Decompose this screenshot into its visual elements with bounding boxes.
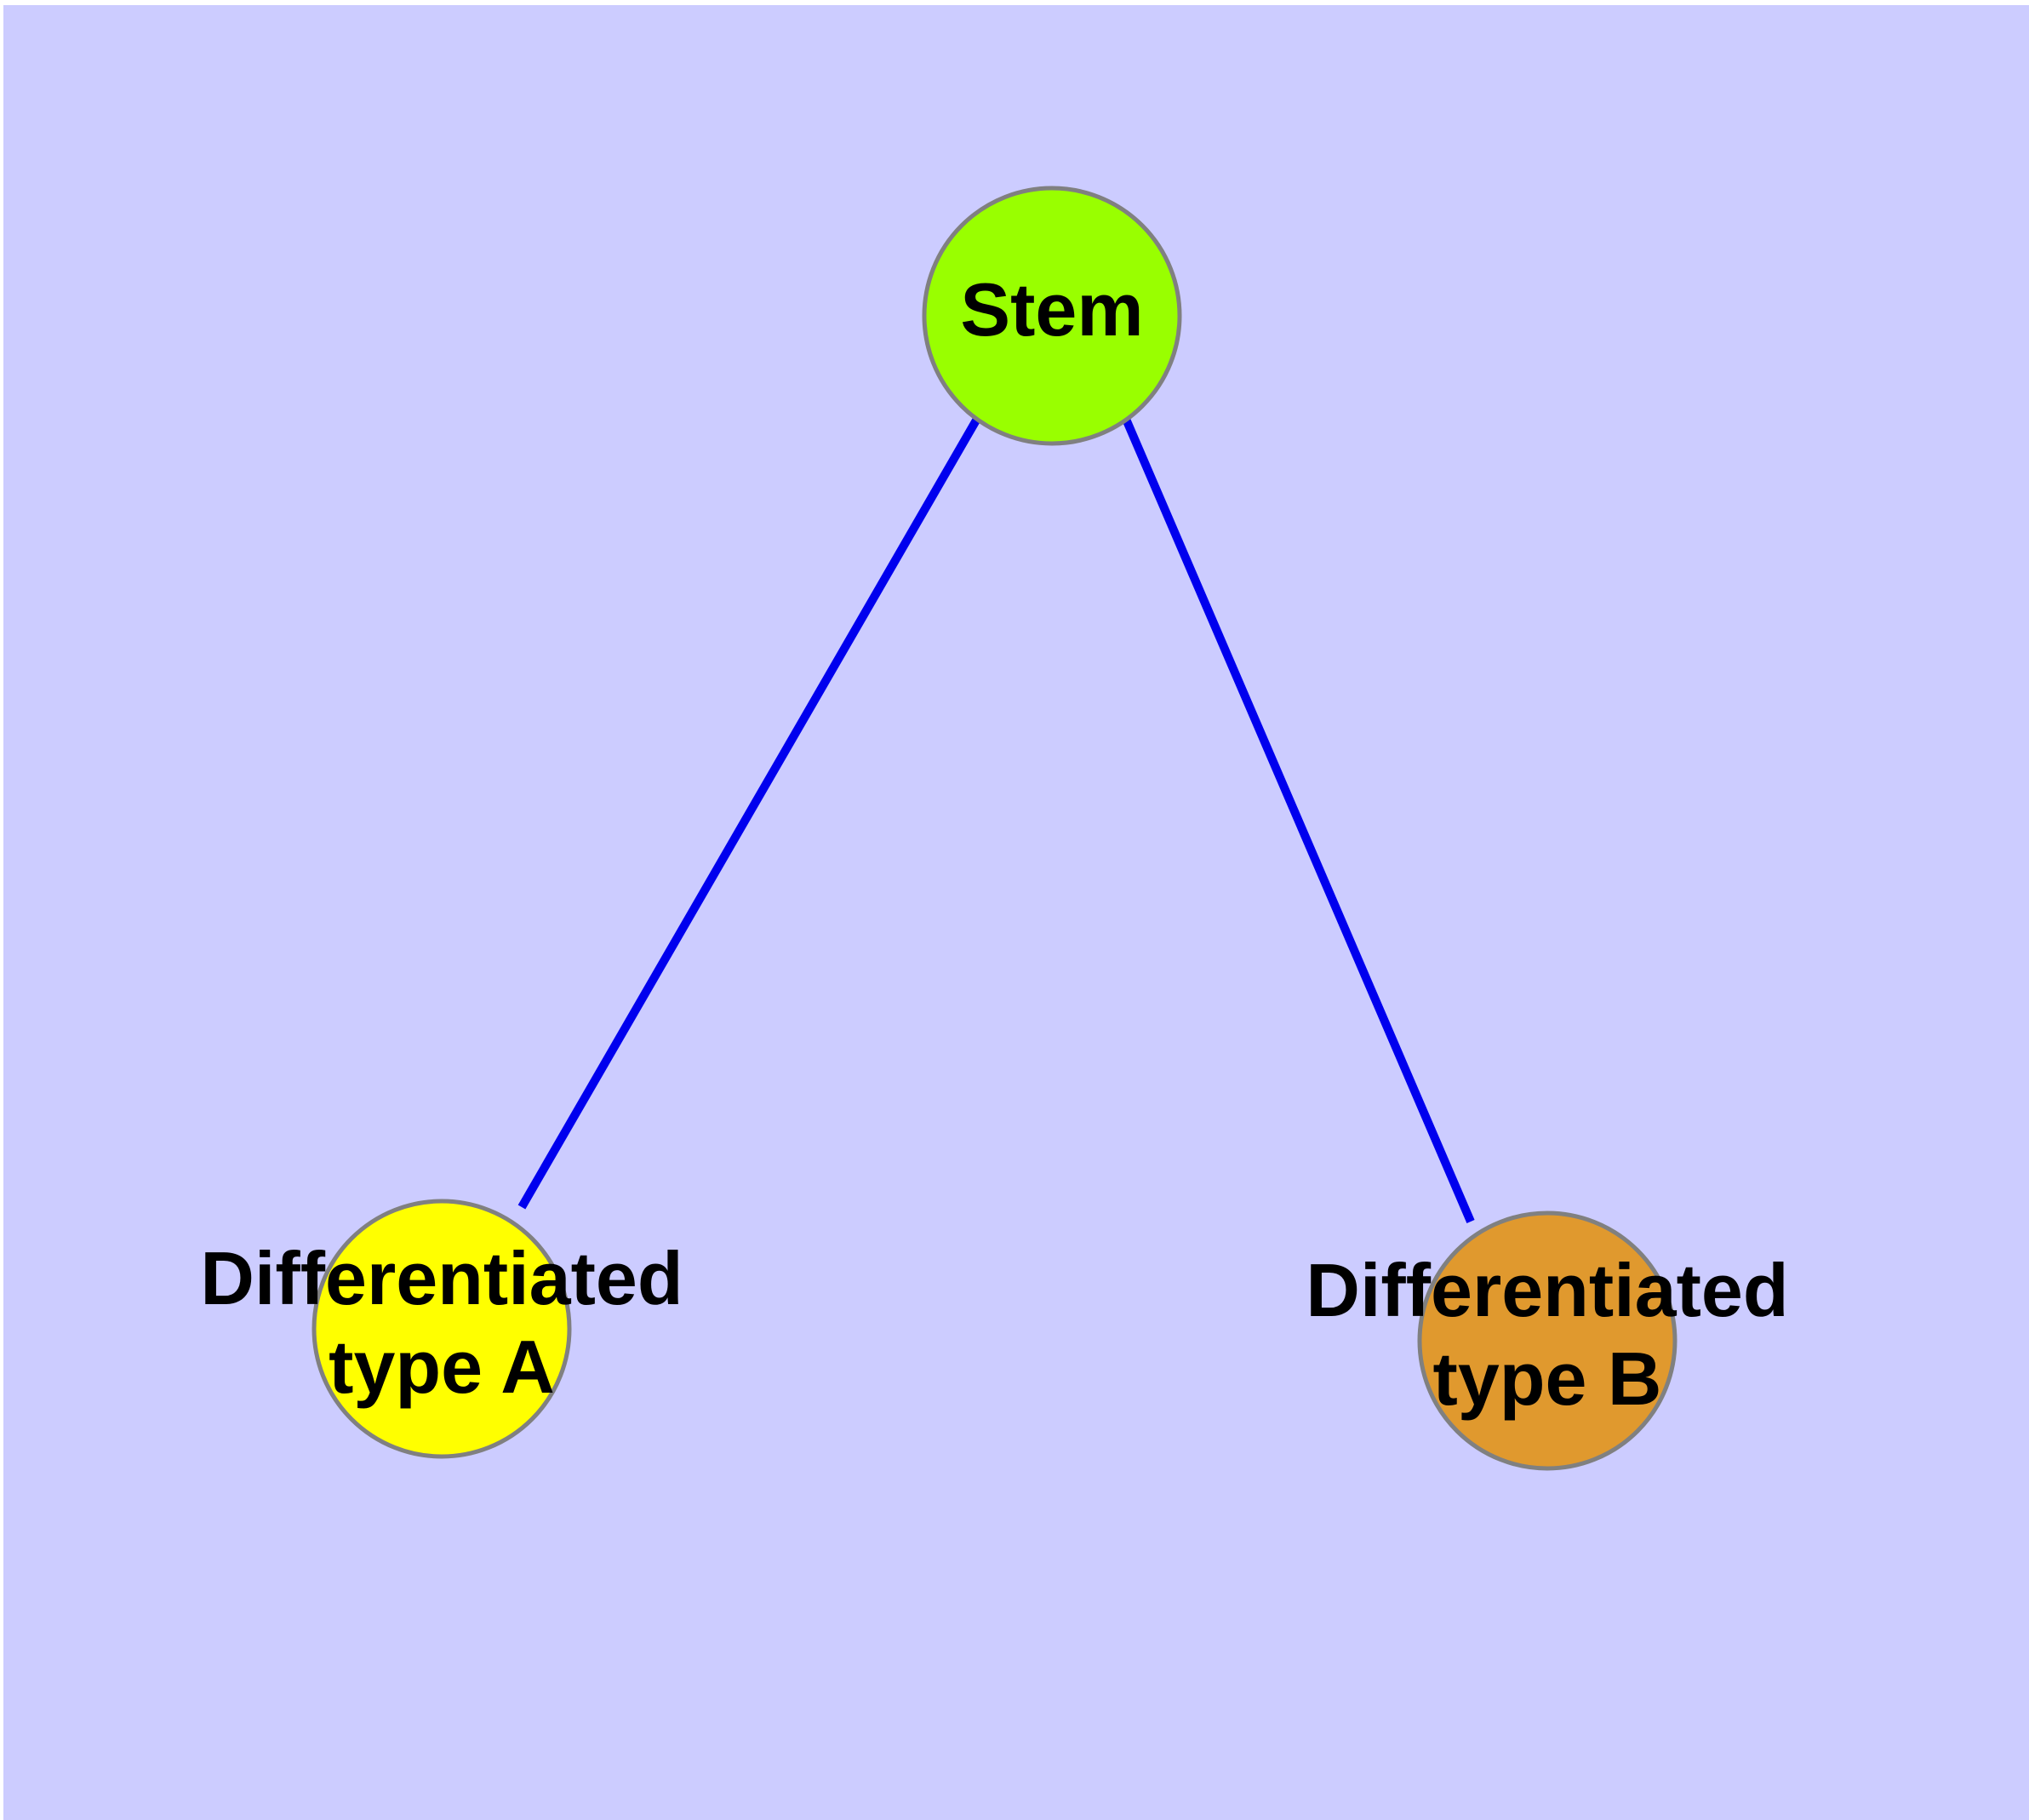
edge-stem-to-differentiated-type-b[interactable] — [1121, 415, 1475, 1223]
node-stem[interactable]: Stem — [922, 186, 1182, 446]
edge-stem-to-differentiated-type-a[interactable] — [517, 416, 981, 1210]
edges-layer — [517, 415, 1475, 1223]
node-differentiated-type-b-circle[interactable] — [1417, 1210, 1677, 1471]
node-stem-label: Stem — [960, 267, 1143, 352]
node-stem-circle[interactable] — [922, 186, 1182, 446]
node-differentiated-type-a-circle[interactable] — [311, 1199, 572, 1459]
